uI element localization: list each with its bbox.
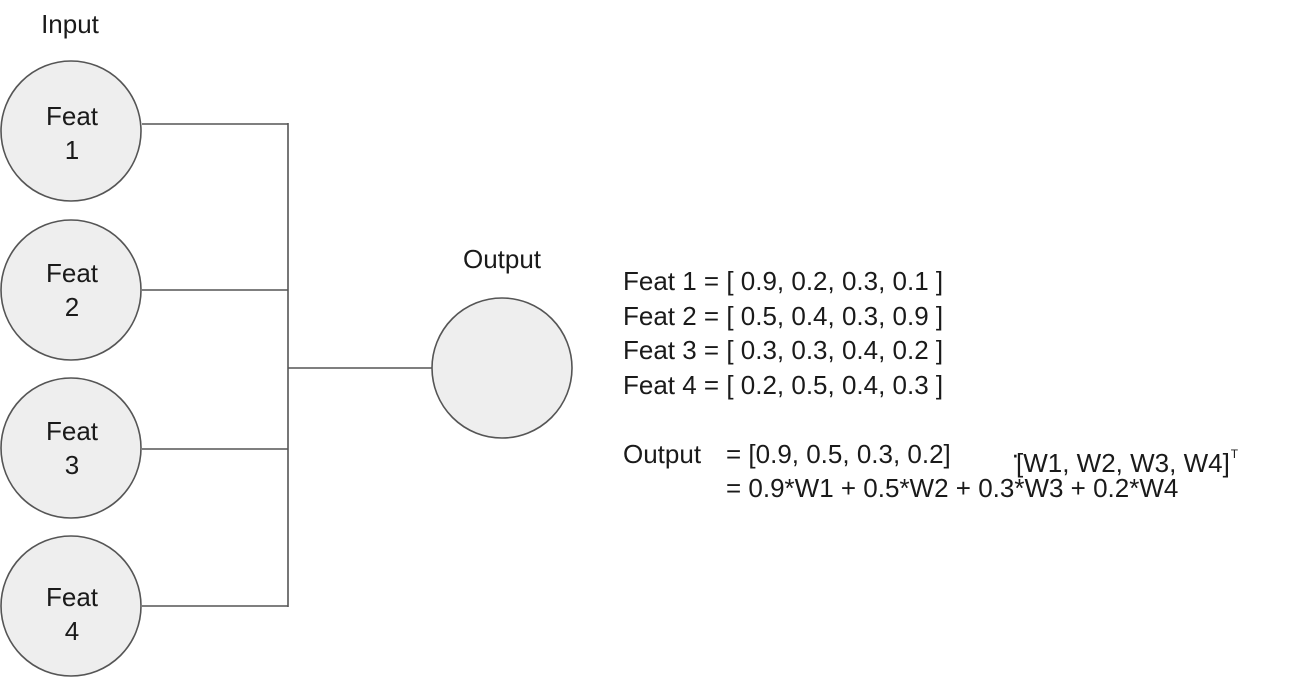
input-label: Input <box>41 9 100 39</box>
dot-product-symbol: · <box>1011 438 1020 469</box>
output-input-vector: = [0.9, 0.5, 0.3, 0.2] <box>726 438 951 469</box>
input-node-4: Feat 4 <box>0 535 142 677</box>
input-node-circle <box>0 535 142 677</box>
weight-vector: [W1, W2, W3, W4]T <box>1016 437 1238 481</box>
spacer <box>623 402 943 437</box>
feature-vector-1: Feat 1 = [ 0.9, 0.2, 0.3, 0.1 ] <box>623 266 944 296</box>
feature-vector-2: Feat 2 = [ 0.5, 0.4, 0.3, 0.9 ] <box>623 300 944 331</box>
input-node-2: Feat 2 <box>0 219 142 361</box>
output-node-circle <box>431 297 573 439</box>
feature-vector-3: Feat 3 = [ 0.3, 0.3, 0.4, 0.2 ] <box>623 335 944 365</box>
input-node-label: Feat <box>46 101 99 131</box>
input-node-label: Feat <box>46 582 99 612</box>
feature-vector-4: Feat 4 = [ 0.2, 0.5, 0.4, 0.3 ] <box>623 369 944 400</box>
output-label: Output <box>463 244 542 274</box>
input-node-label: Feat <box>46 416 99 446</box>
input-node-1: Feat 1 <box>0 60 142 202</box>
equations: Feat 1 = [ 0.9, 0.2, 0.3, 0.1 ] Feat 2 =… <box>623 264 1238 506</box>
input-node-circle <box>0 60 142 202</box>
transpose-mark: T <box>1230 446 1239 461</box>
output-expansion: = 0.9*W1 + 0.5*W2 + 0.3*W3 + 0.2*W4 <box>623 471 1178 506</box>
input-node-index: 4 <box>65 616 79 646</box>
connections <box>142 123 432 607</box>
input-node-index: 3 <box>65 450 79 480</box>
output-equation-label: Output <box>623 438 702 469</box>
input-node-circle <box>0 377 142 519</box>
output-equation: Output = [0.9, 0.5, 0.3, 0.2] · [W1, W2,… <box>623 437 1238 478</box>
input-node-label: Feat <box>46 258 99 288</box>
weight-vector-text: [W1, W2, W3, W4] <box>1016 447 1230 478</box>
input-node-index: 2 <box>65 292 79 322</box>
input-node-circle <box>0 219 142 361</box>
output-expansion-text: = 0.9*W1 + 0.5*W2 + 0.3*W3 + 0.2*W4 <box>726 473 1179 503</box>
input-node-3: Feat 3 <box>0 377 142 519</box>
input-node-index: 1 <box>65 135 79 165</box>
